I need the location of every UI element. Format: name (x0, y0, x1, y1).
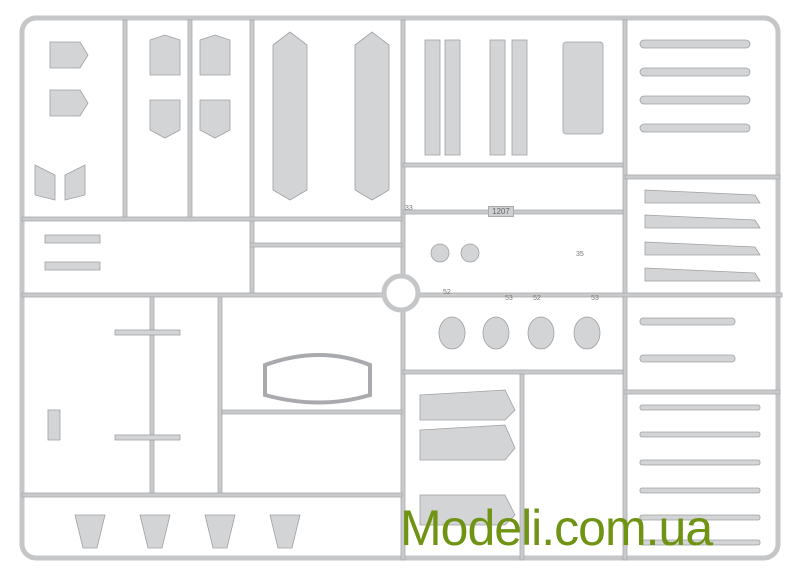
watermark: Modeli.com.ua (400, 500, 713, 556)
part-number: 33 (405, 205, 413, 212)
part-number: 53 (591, 295, 599, 302)
part-number: 52 (443, 289, 451, 296)
part-number: 35 (576, 251, 584, 258)
sprue-code-label: 1207 (488, 206, 514, 217)
part-number: 53 (505, 295, 513, 302)
part-number: 52 (533, 295, 541, 302)
